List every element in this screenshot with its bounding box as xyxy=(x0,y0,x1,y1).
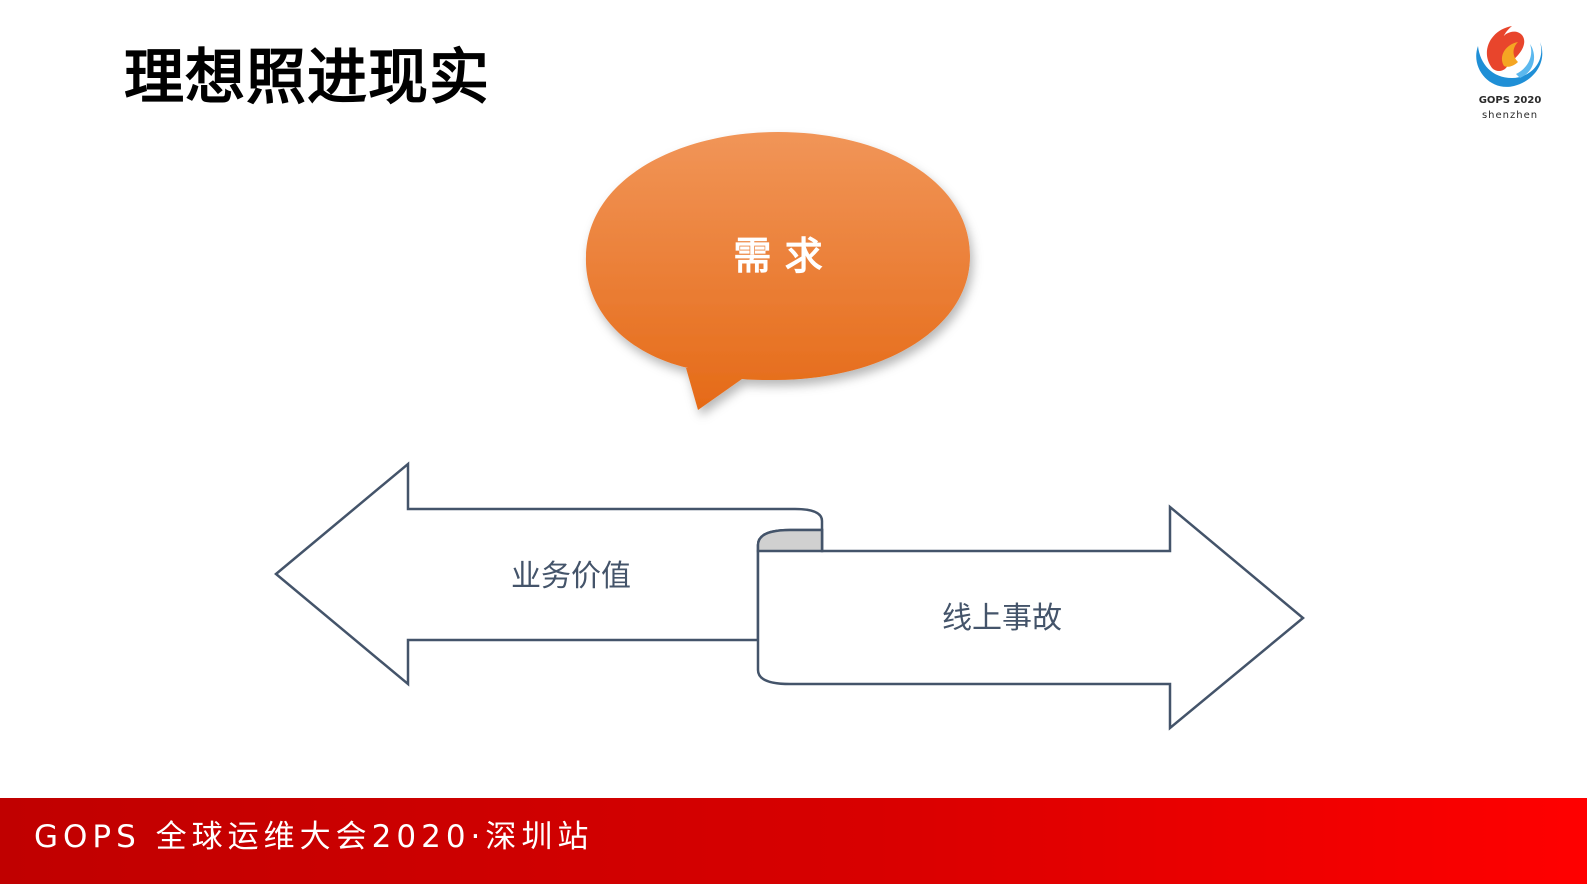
gops-flame-logo-icon xyxy=(1476,26,1543,87)
diagram: 需 求 业务价值 线上事故 xyxy=(274,132,1305,731)
footer-bar: GOPS 全球运维大会2020·深圳站 xyxy=(0,798,1587,884)
demand-speech-bubble xyxy=(585,132,970,410)
scroll-curl xyxy=(756,528,824,553)
right-arrow-label: 线上事故 xyxy=(942,601,1062,636)
gops-logo: GOPS 2020 shenzhen xyxy=(1468,16,1552,128)
logo-line-1: GOPS 2020 xyxy=(1478,95,1542,106)
page-title: 理想照进现实 xyxy=(124,43,490,113)
bubble-label: 需 求 xyxy=(733,234,822,278)
left-arrow-label: 业务价值 xyxy=(511,559,631,594)
logo-line-2: shenzhen xyxy=(1481,110,1539,121)
footer-text: GOPS 全球运维大会2020·深圳站 xyxy=(34,819,594,855)
